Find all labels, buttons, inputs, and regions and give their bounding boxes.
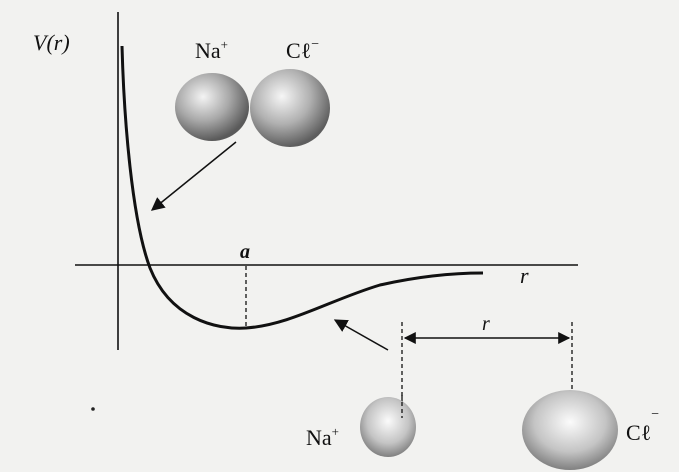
top-sodium-ion <box>175 73 249 141</box>
bottom-arrow <box>333 319 389 351</box>
separation-label: r <box>482 313 490 335</box>
top-chlorine-label: Cℓ− <box>286 37 319 63</box>
scan-dot <box>91 407 95 411</box>
bottom-sodium-label: Na+ <box>306 424 339 450</box>
x-axis-label: r <box>520 263 529 288</box>
minimum-label: a <box>240 241 250 263</box>
y-axis-label: V(r) <box>33 30 70 55</box>
bottom-sodium-ion <box>360 397 416 457</box>
bottom-chlorine-ion <box>522 390 618 470</box>
top-chlorine-ion <box>250 69 330 147</box>
potential-curve <box>120 45 484 330</box>
top-sodium-label: Na+ <box>195 37 228 63</box>
top-arrow <box>150 141 237 211</box>
bottom-chlorine-label: Cℓ− <box>626 407 659 445</box>
